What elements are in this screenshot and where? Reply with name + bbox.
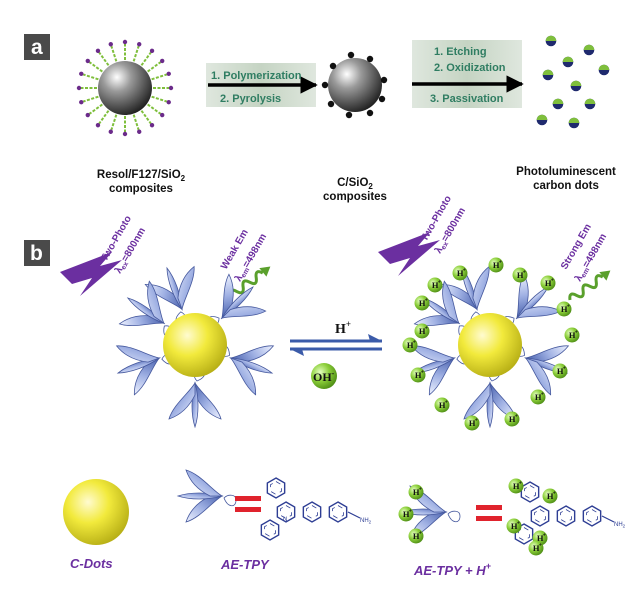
label-resol-composites-line2: composites <box>109 183 173 195</box>
right-cdot-nanostructure <box>402 257 580 431</box>
step2-line1: 1. Etching <box>434 46 487 58</box>
legend-equals2-top <box>476 505 502 510</box>
legend-aetpy-h-label: AE-TPY + H+ <box>413 561 492 578</box>
panel-b: b Two-Photo λex=800nm Weak Em λem=498nm <box>24 194 616 431</box>
panel-a-tag-box <box>24 34 50 60</box>
panel-b-tag: b <box>30 242 43 265</box>
resol-composite-sphere <box>75 38 175 138</box>
step2-line3: 3. Passivation <box>430 93 504 105</box>
step1-line2: 2. Pyrolysis <box>220 93 281 105</box>
left-excitation-bolt-icon <box>60 252 122 296</box>
legend-cdots-label: C-Dots <box>70 556 113 571</box>
label-c-sio2: C/SiO2 <box>337 177 373 191</box>
legend: C-Dots N NH2 AE-TPY <box>63 469 626 578</box>
left-cdot-nanostructure <box>108 258 282 428</box>
legend-cdot-sphere <box>63 479 129 545</box>
step1-arrow: 1. Polymerization 2. Pyrolysis <box>206 63 318 107</box>
legend-ligand-protonated-icon <box>398 484 461 544</box>
legend-ligand-icon <box>177 469 237 523</box>
panel-a: a 1. P <box>24 34 616 203</box>
label-resol-composites: Resol/F127/SiO2 <box>97 169 186 183</box>
c-sio2-sphere <box>321 51 388 119</box>
equilibrium-arrows: H+ OH- <box>290 319 382 389</box>
panel-a-tag: a <box>31 36 43 59</box>
step2-line2: 2. Oxidization <box>434 62 506 74</box>
legend-aetpy-label: AE-TPY <box>220 557 270 572</box>
label-photoluminescent: Photoluminescent <box>516 166 616 178</box>
legend-nh2-label-2: NH2 <box>614 522 626 529</box>
label-c-sio2-line2: composites <box>323 191 387 203</box>
proton-label: H+ <box>335 319 351 337</box>
carbon-dots-cluster <box>536 35 610 129</box>
hydroxide-label: OH- <box>313 369 335 384</box>
legend-tpy-protonated-structure: NH2 <box>506 478 626 556</box>
legend-nh2-label: NH2 <box>360 518 372 525</box>
step1-line1: 1. Polymerization <box>211 70 302 82</box>
label-carbon-dots: carbon dots <box>533 180 599 192</box>
legend-tpy-structure: N NH2 <box>260 477 372 541</box>
legend-tpy-n1: N <box>283 517 287 523</box>
legend-equals-bottom <box>235 507 261 512</box>
panel-b-tag-box <box>24 240 50 266</box>
legend-equals-top <box>235 496 261 501</box>
step2-arrow: 1. Etching 2. Oxidization 3. Passivation <box>412 40 524 108</box>
legend-equals2-bottom <box>476 516 502 521</box>
